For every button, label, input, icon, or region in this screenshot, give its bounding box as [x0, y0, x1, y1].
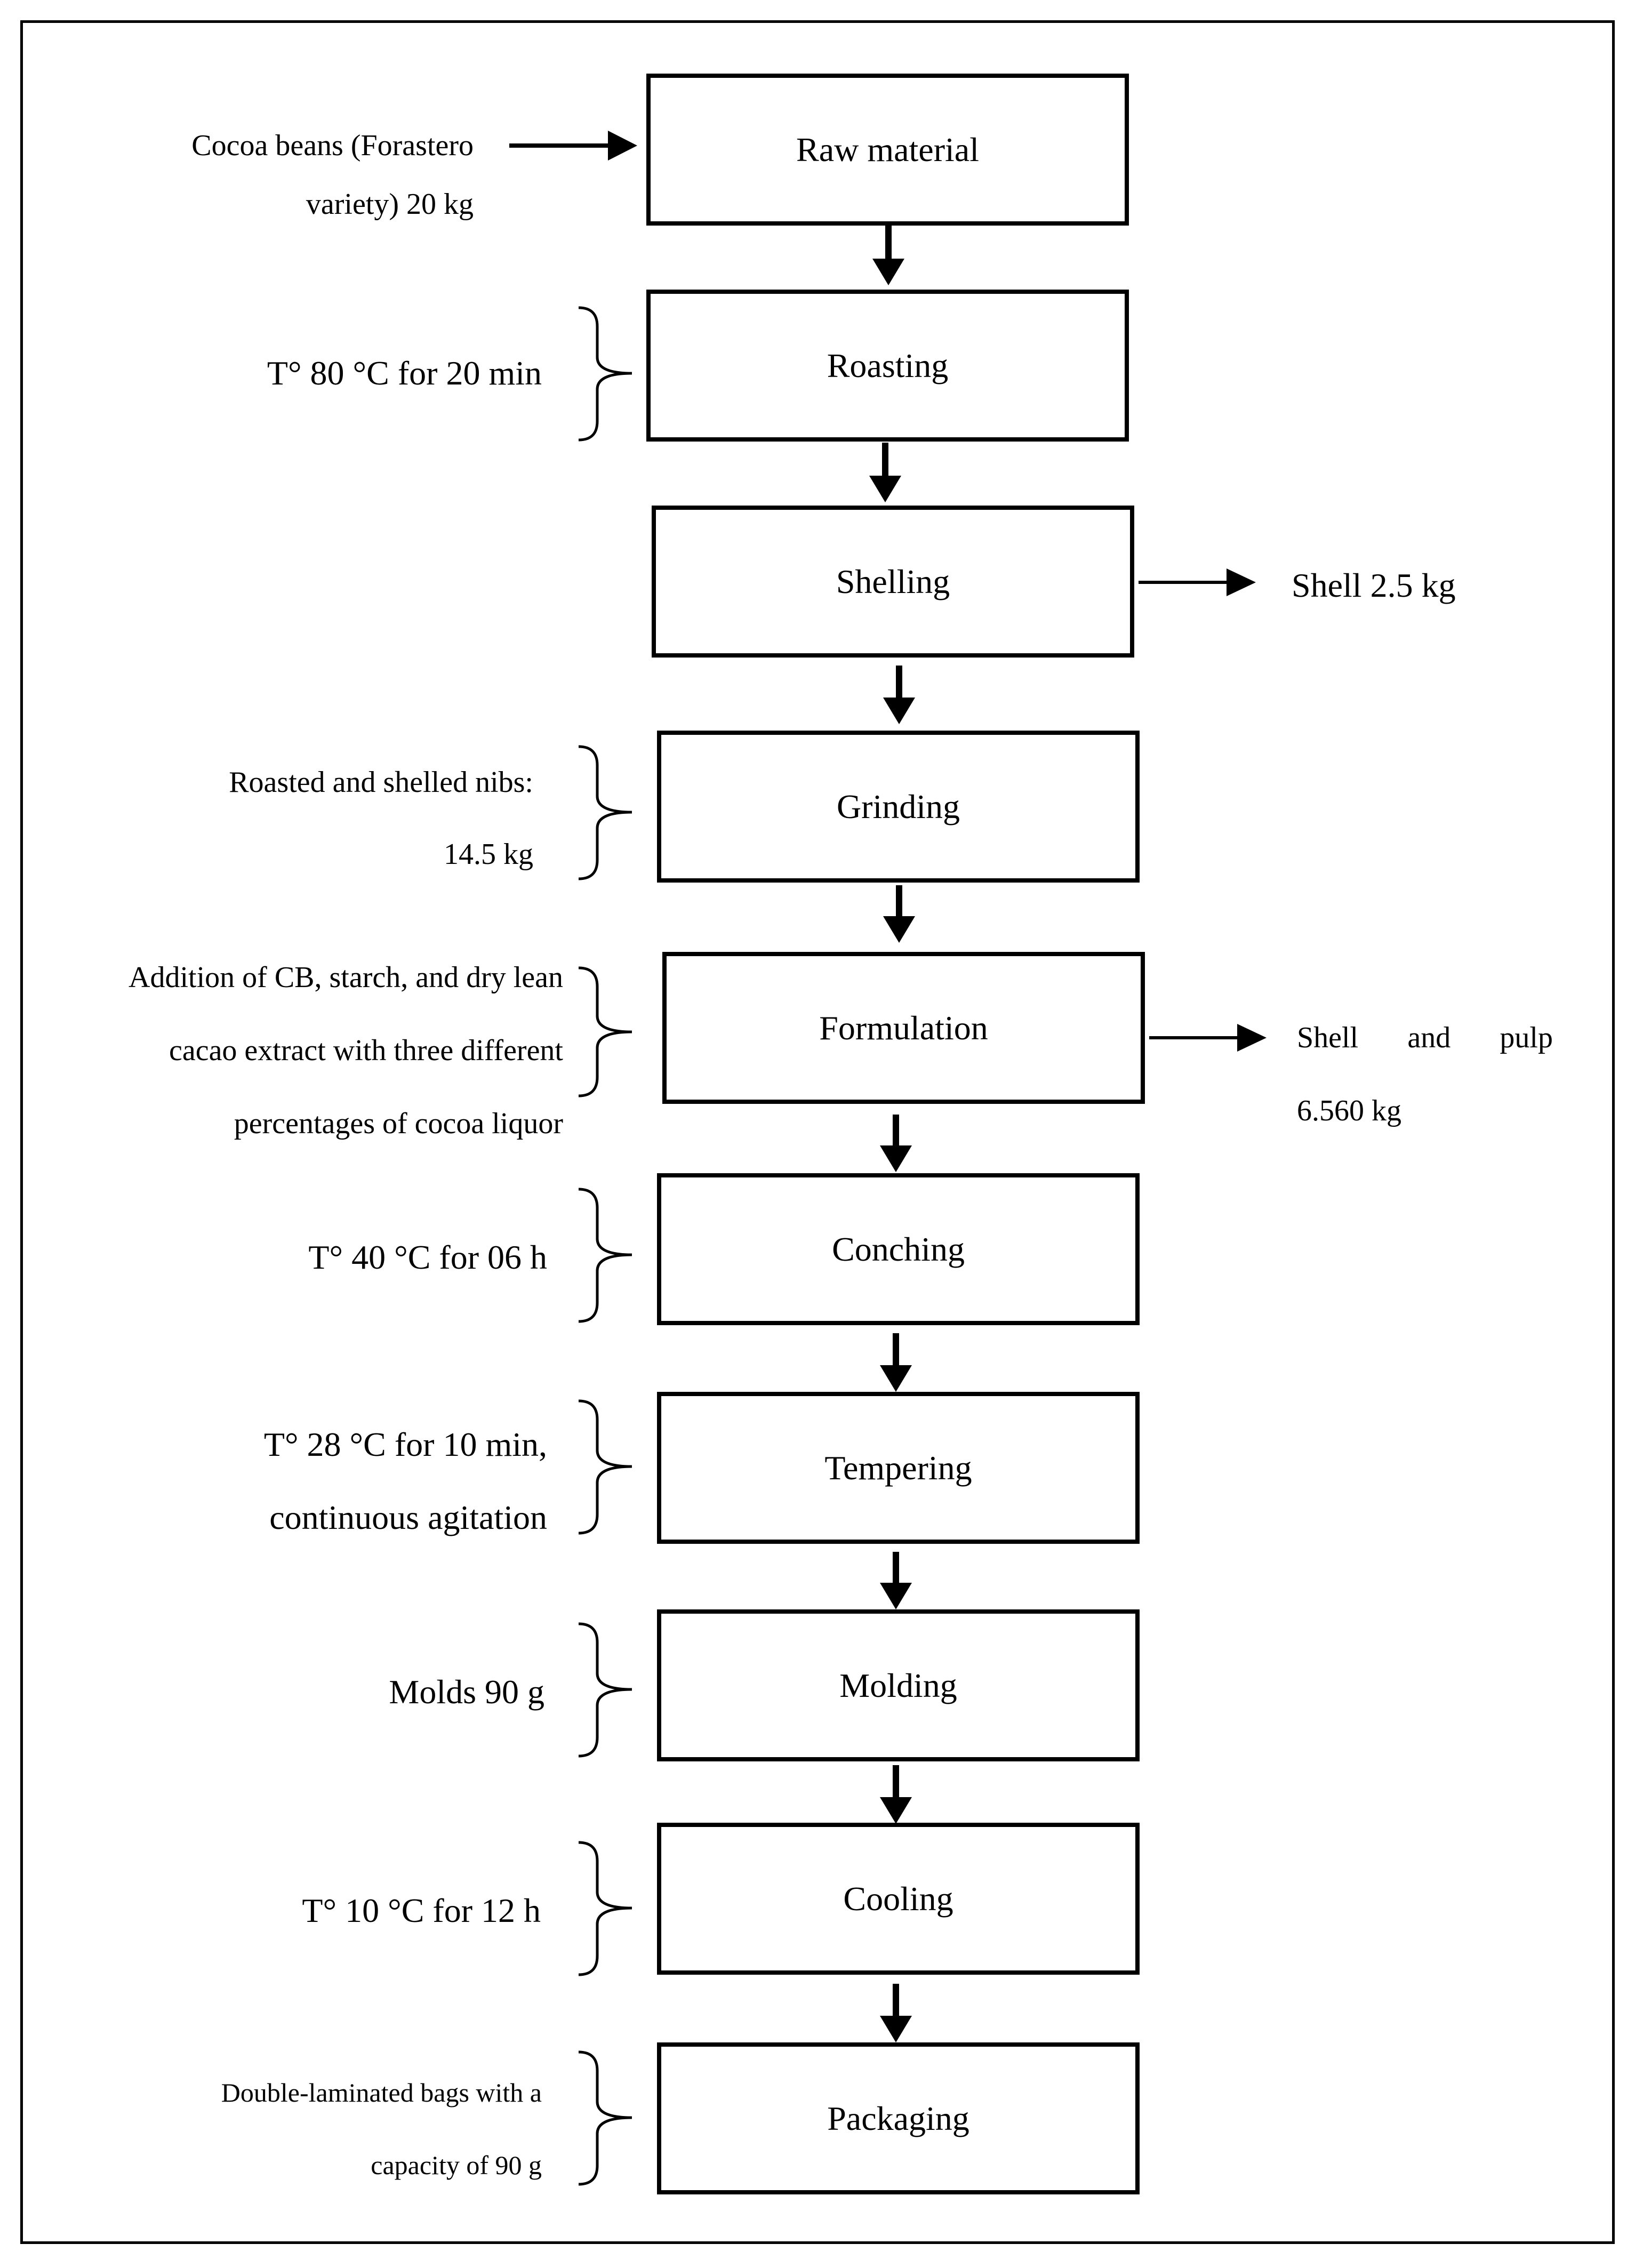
- note-line: Cocoa beans (Forastero: [191, 129, 474, 162]
- input-note-tempering: T° 28 °C for 10 min, continuous agitatio…: [264, 1408, 547, 1554]
- input-note-molding: Molds 90 g: [389, 1671, 544, 1713]
- note-line: Double-laminated bags with a: [221, 2078, 542, 2107]
- step-label: Shelling: [836, 562, 950, 600]
- note-line: T° 28 °C for 10 min,: [263, 1425, 547, 1463]
- step-label: Raw material: [796, 130, 979, 169]
- flow-arrow-7: [880, 1552, 912, 1609]
- step-roasting: Roasting: [646, 290, 1129, 442]
- step-tempering: Tempering: [657, 1392, 1140, 1544]
- flow-arrow-1: [872, 224, 904, 285]
- input-note-raw-material: Cocoa beans (Forastero variety) 20 kg: [191, 116, 474, 234]
- diagram-frame: [20, 20, 1615, 2244]
- note-line: 6.560 kg: [1297, 1094, 1401, 1127]
- flow-arrow-9: [880, 1984, 912, 2042]
- note-word: pulp: [1500, 1021, 1553, 1054]
- step-shelling: Shelling: [652, 506, 1134, 658]
- note-line: variety) 20 kg: [306, 188, 474, 221]
- note-line: capacity of 90 g: [371, 2150, 542, 2180]
- brace-formulation: [578, 966, 632, 1097]
- note-line: cacao extract with three different: [169, 1034, 563, 1067]
- step-raw-material: Raw material: [646, 74, 1129, 226]
- note-line: Shell 2.5 kg: [1292, 566, 1456, 604]
- note-line: Roasted and shelled nibs:: [229, 766, 533, 799]
- input-note-packaging: Double-laminated bags with a capacity of…: [221, 2056, 542, 2201]
- input-note-grinding: Roasted and shelled nibs: 14.5 kg: [229, 747, 533, 891]
- arrow-output-shelling: [1139, 568, 1256, 596]
- arrow-output-formulation: [1149, 1024, 1267, 1052]
- flow-arrow-4: [883, 885, 915, 943]
- output-note-shelling: Shell 2.5 kg: [1292, 564, 1456, 607]
- note-line: Shell and pulp: [1297, 1001, 1553, 1075]
- flow-arrow-2: [869, 443, 901, 502]
- brace-tempering: [578, 1399, 632, 1535]
- step-label: Cooling: [843, 1879, 953, 1918]
- note-word: and: [1407, 1021, 1451, 1054]
- note-line: T° 10 °C for 12 h: [302, 1892, 541, 1929]
- brace-cooling: [578, 1841, 632, 1976]
- output-note-formulation: Shell and pulp 6.560 kg: [1297, 1001, 1553, 1148]
- note-line: T° 80 °C for 20 min: [267, 354, 542, 392]
- flow-arrow-8: [880, 1765, 912, 1824]
- step-grinding: Grinding: [657, 731, 1140, 883]
- step-label: Molding: [839, 1666, 957, 1704]
- note-line: 14.5 kg: [444, 838, 533, 871]
- brace-packaging: [578, 2050, 632, 2186]
- brace-roasting: [578, 306, 632, 442]
- note-word: Shell: [1297, 1021, 1359, 1054]
- input-note-cooling: T° 10 °C for 12 h: [302, 1889, 541, 1932]
- input-note-formulation: Addition of CB, starch, and dry lean cac…: [129, 941, 563, 1160]
- brace-grinding: [578, 745, 632, 880]
- step-packaging: Packaging: [657, 2042, 1140, 2194]
- brace-molding: [578, 1622, 632, 1758]
- step-conching: Conching: [657, 1173, 1140, 1325]
- input-note-conching: T° 40 °C for 06 h: [308, 1236, 547, 1279]
- step-formulation: Formulation: [662, 952, 1145, 1104]
- note-line: continuous agitation: [269, 1498, 547, 1536]
- step-label: Tempering: [824, 1448, 972, 1487]
- input-note-roasting: T° 80 °C for 20 min: [267, 352, 542, 395]
- note-line: Molds 90 g: [389, 1673, 544, 1711]
- arrow-input-raw-material: [509, 131, 637, 161]
- flow-arrow-3: [883, 666, 915, 724]
- flow-arrow-6: [880, 1333, 912, 1392]
- step-label: Formulation: [819, 1008, 988, 1047]
- note-line: Addition of CB, starch, and dry lean: [129, 961, 563, 994]
- step-label: Conching: [832, 1230, 965, 1268]
- brace-conching: [578, 1188, 632, 1323]
- step-label: Grinding: [836, 787, 960, 826]
- flow-arrow-5: [880, 1115, 912, 1172]
- step-cooling: Cooling: [657, 1823, 1140, 1975]
- step-molding: Molding: [657, 1609, 1140, 1761]
- note-line: percentages of cocoa liquor: [234, 1107, 563, 1140]
- step-label: Roasting: [827, 346, 949, 384]
- note-line: T° 40 °C for 06 h: [308, 1238, 547, 1276]
- step-label: Packaging: [827, 2099, 969, 2137]
